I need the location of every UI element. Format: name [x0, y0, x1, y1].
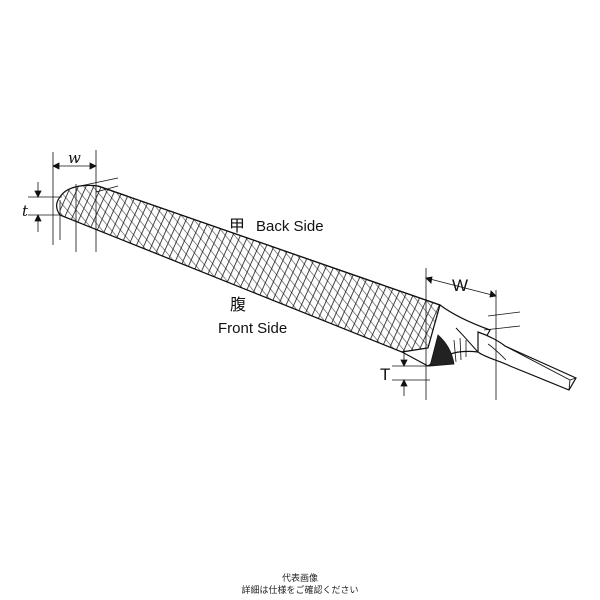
label-w-large: W — [452, 276, 468, 295]
file-front-edge — [59, 214, 403, 353]
dimension-w-small — [52, 150, 119, 252]
file-heel — [400, 303, 491, 367]
dimension-t-large — [392, 350, 430, 396]
file-cut-face — [60, 185, 440, 352]
label-t-large: T — [380, 365, 390, 384]
file-back-edge — [97, 185, 441, 306]
dimension-t-small — [28, 182, 62, 232]
dimension-w-large — [425, 268, 521, 400]
label-front-en: Front Side — [218, 320, 287, 337]
caption-representative-image: 代表画像 — [281, 574, 318, 584]
label-back-en: Back Side — [256, 218, 324, 235]
label-w-small: w — [68, 149, 81, 167]
label-t-small: t — [22, 202, 29, 220]
label-back-jp: 甲 — [229, 218, 245, 235]
label-front-jp: 腹 — [230, 296, 246, 314]
caption-see-specifications: 詳細は仕様をご確認ください — [241, 586, 359, 596]
file-tang — [477, 331, 577, 391]
